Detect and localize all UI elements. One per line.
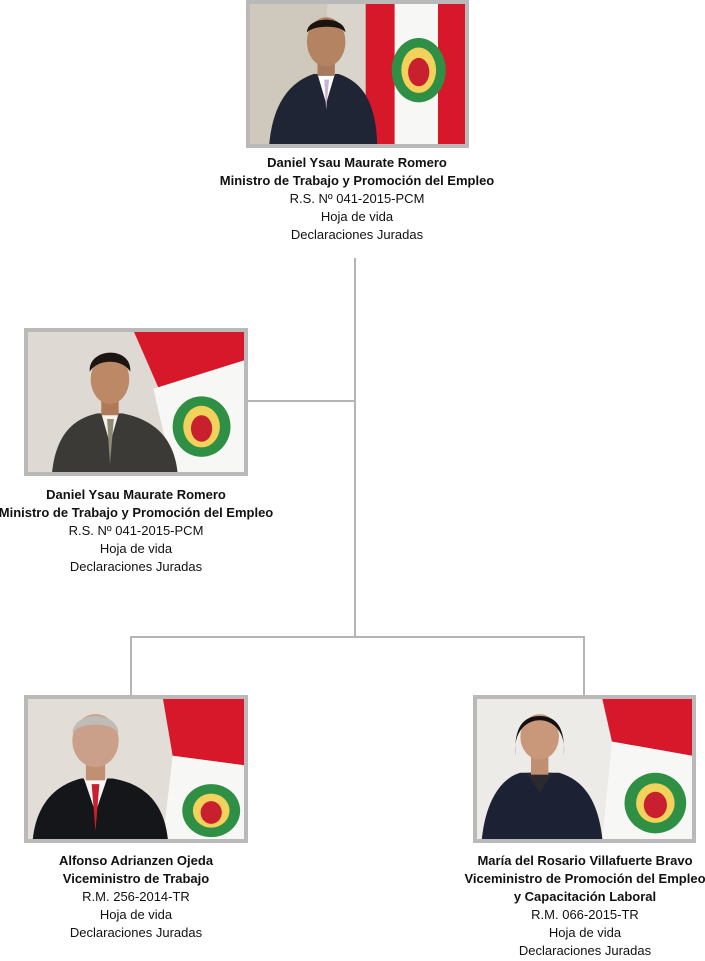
advisor-caption: Daniel Ysau Maurate Romero Ministro de T… [0,486,336,576]
connector-horizontal-bottom [130,636,585,638]
person-position: Viceministro de Trabajo [62,871,210,886]
connector-bottom-right [583,636,585,696]
person-name: Alfonso Adrianzen Ojeda [58,853,214,868]
resolution-number: R.S. Nº 041-2015-PCM [289,191,425,206]
declarations-link[interactable]: Declaraciones Juradas [69,559,203,574]
cv-link[interactable]: Hoja de vida [320,209,394,224]
vice-minister-employment-photo [473,695,696,843]
person-position: Viceministro de Promoción del Empleo [464,871,705,886]
connector-top-vertical [354,258,356,638]
person-name: Daniel Ysau Maurate Romero [267,155,447,170]
vice-minister-labor-photo [24,695,248,843]
cv-link[interactable]: Hoja de vida [99,541,173,556]
minister-photo [246,0,469,148]
connector-bottom-left [130,636,132,696]
person-position-line-2: y Capacitación Laboral [513,889,657,904]
cv-link[interactable]: Hoja de vida [548,925,622,940]
advisor-photo [24,328,248,476]
declarations-link[interactable]: Declaraciones Juradas [69,925,203,940]
vice-minister-employment-caption: María del Rosario Villafuerte Bravo Vice… [385,852,705,960]
resolution-number: R.M. 066-2015-TR [531,907,639,922]
person-position: Ministro de Trabajo y Promoción del Empl… [0,505,274,520]
person-name: Daniel Ysau Maurate Romero [46,487,226,502]
declarations-link[interactable]: Declaraciones Juradas [290,227,424,242]
vice-minister-labor-caption: Alfonso Adrianzen Ojeda Viceministro de … [0,852,336,942]
resolution-number: R.S. Nº 041-2015-PCM [68,523,204,538]
cv-link[interactable]: Hoja de vida [99,907,173,922]
connector-left-branch [247,400,356,402]
declarations-link[interactable]: Declaraciones Juradas [518,943,652,958]
person-name: María del Rosario Villafuerte Bravo [477,853,693,868]
minister-caption: Daniel Ysau Maurate Romero Ministro de T… [157,154,557,244]
resolution-number: R.M. 256-2014-TR [82,889,190,904]
person-position: Ministro de Trabajo y Promoción del Empl… [219,173,495,188]
